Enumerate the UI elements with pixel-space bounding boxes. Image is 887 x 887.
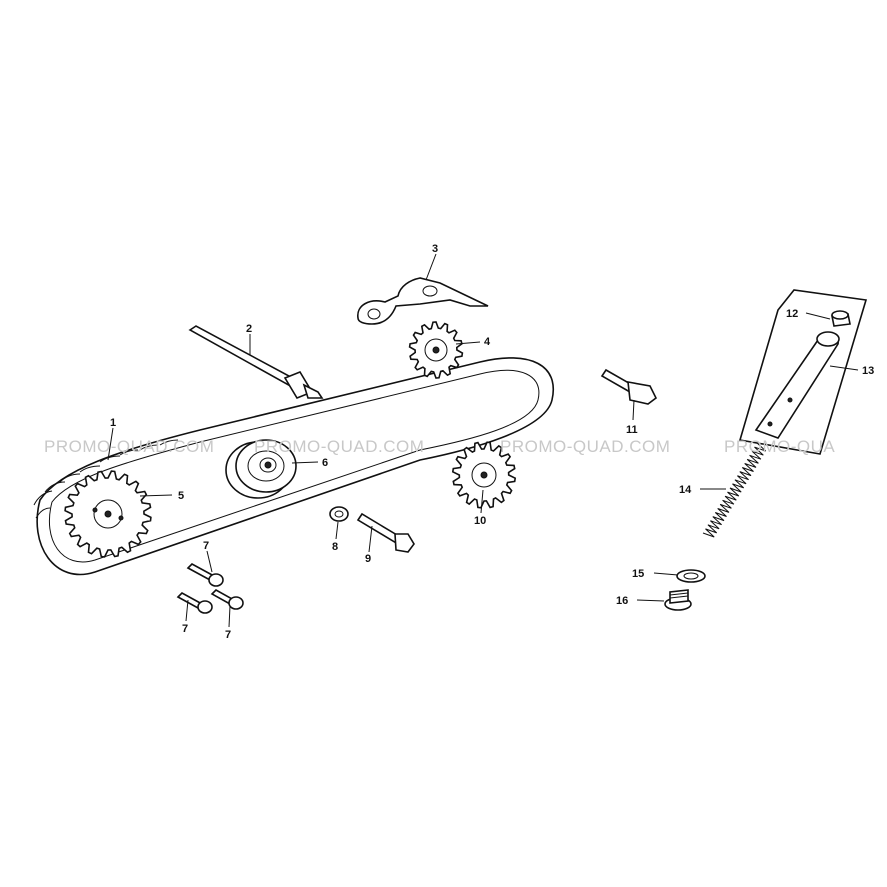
tensioner-spring [702,442,767,538]
cam-sprocket [64,470,152,558]
washer [329,506,349,522]
callout-3: 3 [432,243,438,255]
callout-7-upper: 7 [203,540,209,552]
callout-9: 9 [365,553,371,565]
callout-1: 1 [110,417,116,429]
svg-text:PROMO-QUAD.COM: PROMO-QUAD.COM [500,437,670,456]
leader-lines [107,253,859,628]
svg-text:PROMO-QUAD.COM: PROMO-QUAD.COM [44,437,214,456]
svg-text:PROMO-QUA: PROMO-QUA [724,437,835,456]
sealing-bolt [664,589,692,611]
callout-16: 16 [616,595,628,607]
gasket [676,569,706,583]
mounting-bolts [176,563,244,614]
callout-7-left: 7 [182,623,188,635]
callout-6: 6 [322,457,328,469]
callout-2: 2 [246,323,252,335]
chain-roller [225,439,297,499]
callout-8: 8 [332,541,338,553]
callout-5: 5 [178,490,184,502]
tensioner-plug [600,368,658,405]
callouts: 1 2 3 4 5 6 7 7 7 8 9 10 11 12 13 14 15 … [110,243,874,641]
tensioner-bracket [357,277,489,325]
svg-text:PROMO-QUAD.COM: PROMO-QUAD.COM [254,437,424,456]
callout-10: 10 [474,515,486,527]
tensioner-guide [738,289,868,455]
callout-15: 15 [632,568,644,580]
watermark: PROMO-QUAD.COM PROMO-QUAD.COM PROMO-QUAD… [44,437,835,456]
callout-7-right: 7 [225,629,231,641]
idler-sprocket-upper [408,321,464,379]
roller-shaft [188,325,324,399]
callout-4: 4 [484,336,491,348]
callout-14: 14 [679,484,692,496]
callout-11: 11 [626,424,638,436]
small-plug [831,310,851,327]
callout-12: 12 [786,308,798,320]
callout-13: 13 [862,365,874,377]
pivot-bolt [356,512,415,553]
idler-sprocket-lower [451,441,517,509]
